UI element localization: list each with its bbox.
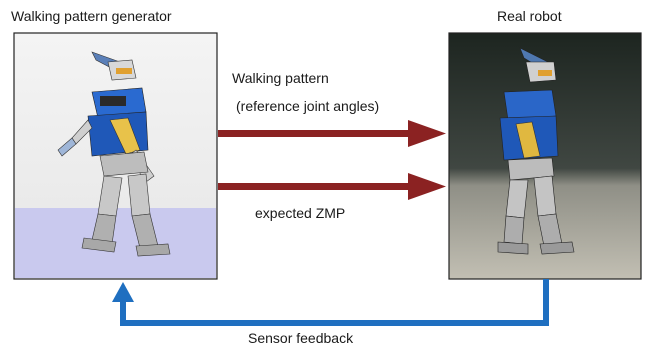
- expected-zmp-label: expected ZMP: [255, 205, 346, 221]
- right-panel-title: Real robot: [497, 8, 562, 24]
- sensor-feedback-label: Sensor feedback: [248, 330, 354, 346]
- expected-zmp-arrow: [218, 173, 446, 200]
- real-robot-figure: [497, 47, 575, 255]
- left-simulation-image: [13, 32, 218, 280]
- right-robot-photo: [448, 32, 642, 280]
- walking-pattern-arrow: [218, 120, 446, 147]
- reference-joint-angles-label: (reference joint angles): [236, 98, 380, 114]
- sensor-feedback-arrow: [112, 279, 549, 326]
- sim-robot-figure: [57, 51, 171, 257]
- walking-pattern-label: Walking pattern: [232, 70, 329, 86]
- left-panel-title: Walking pattern generator: [11, 8, 172, 24]
